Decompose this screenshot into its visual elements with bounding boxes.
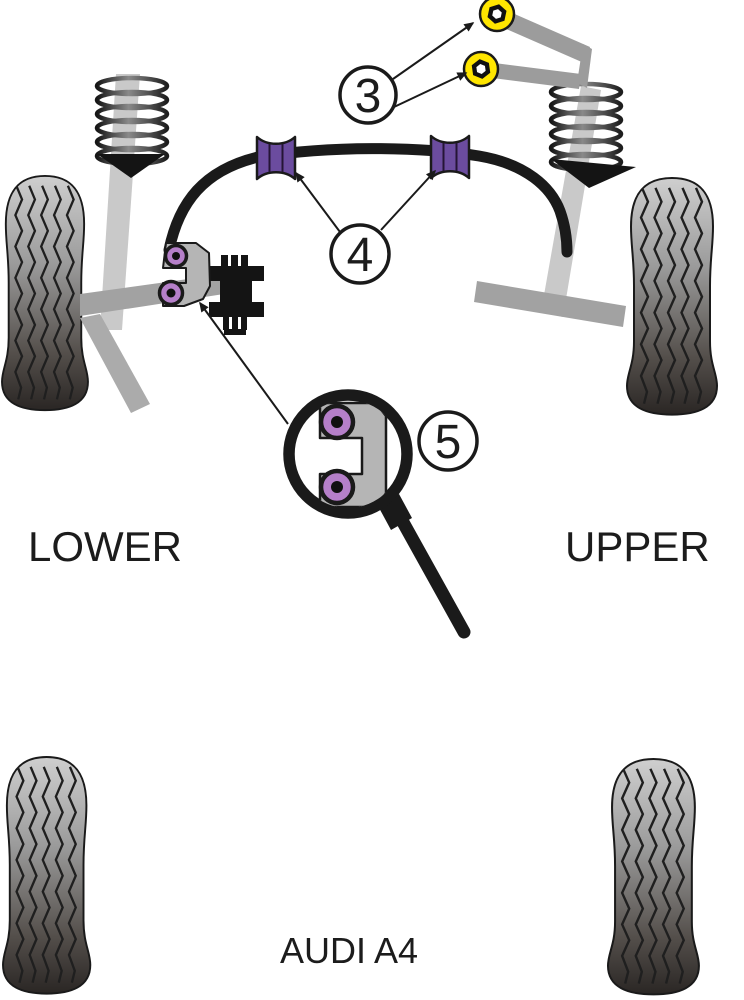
label-lower: LOWER <box>28 523 182 570</box>
link-bushing-top <box>478 0 516 33</box>
callout-3: 3 <box>338 22 475 125</box>
magnifier-handle <box>392 508 471 639</box>
tire-front-left <box>2 176 88 410</box>
callout-3-number: 3 <box>355 70 382 123</box>
drop-link-assembly <box>462 0 592 89</box>
callout-4: 4 <box>295 169 437 285</box>
tire-rear-left <box>3 757 90 994</box>
link-connector <box>577 44 592 88</box>
detail-bushing-top-bolt <box>331 416 343 428</box>
magnifier-arrow <box>199 301 289 425</box>
lower-control-arm-right <box>474 281 626 327</box>
callout-3-arrow-top <box>392 22 475 80</box>
label-upper: UPPER <box>565 523 710 570</box>
coil-spring-left <box>94 75 170 167</box>
callout-5-circle <box>417 410 479 472</box>
link-bushing-bottom <box>462 50 500 88</box>
coil-spring-right <box>548 81 624 173</box>
callout-3-arrow-bottom <box>393 72 468 108</box>
spring-perch-right <box>551 159 636 188</box>
bracket-bushing-bottom-bolt <box>166 288 176 298</box>
arb-bushing-left <box>255 135 297 181</box>
callout-4-circle <box>329 223 391 285</box>
callout-4-number: 4 <box>347 229 374 282</box>
callout-3-circle <box>338 65 398 125</box>
arb-bushing-right <box>429 134 471 180</box>
tire-rear-right <box>608 759 699 994</box>
magnifier: 5 <box>199 301 479 639</box>
link-arm-bottom <box>477 61 581 89</box>
arb-link-bracket <box>157 242 211 307</box>
tire-front-right <box>627 178 717 415</box>
callout-4-arrow-right <box>380 169 437 231</box>
detail-bushing-bottom-bolt <box>331 481 343 493</box>
bracket-bushing-top-bolt <box>172 252 180 260</box>
subframe-mount <box>209 255 264 335</box>
callout-4-arrow-left <box>295 171 341 233</box>
magnifier-detail <box>318 401 388 508</box>
tie-rod-left <box>80 314 150 413</box>
label-model: AUDI A4 <box>280 930 418 971</box>
callout-5-number: 5 <box>435 416 462 469</box>
spring-perch-left <box>97 154 165 178</box>
